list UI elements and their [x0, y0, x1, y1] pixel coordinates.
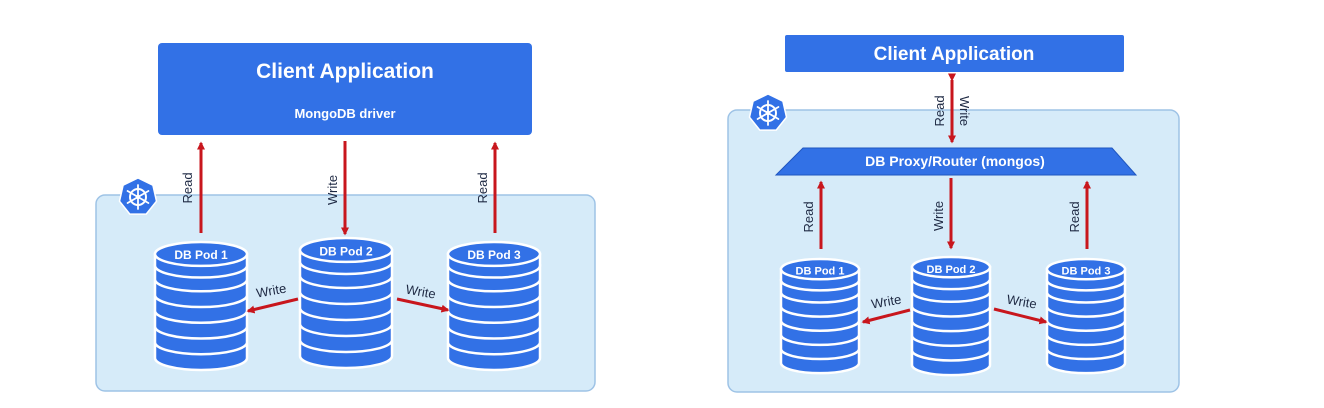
left-pod1-read-label: Read: [180, 172, 195, 203]
db-pod-label: DB Pod 1: [796, 265, 845, 277]
left-db-pod-1: DB Pod 1: [153, 240, 249, 372]
left-pod3-read-label: Read: [475, 172, 490, 203]
right-db-pod-2: DB Pod 2: [910, 255, 992, 377]
proxy-router-label: DB Proxy/Router (mongos): [865, 153, 1045, 169]
db-pod-label: DB Pod 3: [1062, 265, 1111, 277]
left-replicate-to-pod1-arrow: [246, 297, 299, 314]
right-client-application-box: Client Application: [785, 35, 1124, 72]
left-client-title: Client Application: [256, 60, 434, 83]
right-replicate-to-pod3-arrow: [993, 307, 1048, 325]
left-diagram: Client Application MongoDB driver DB Pod…: [95, 43, 596, 392]
db-pod-label: DB Pod 2: [319, 244, 373, 258]
left-pod2-write-label: Write: [325, 175, 340, 205]
right-replicate-to-pod1-label: Write: [870, 292, 902, 312]
left-client-application-box: Client Application MongoDB driver: [158, 43, 532, 135]
right-replicate-to-pod3-label: Write: [1006, 292, 1038, 312]
right-pod3-read-label: Read: [1067, 201, 1082, 232]
right-diagram: Client Application Read Write DB Proxy/R…: [727, 35, 1180, 393]
client-proxy-write-label: Write: [957, 96, 972, 126]
left-db-pod-2: DB Pod 2: [298, 236, 394, 370]
kubernetes-helm-icon: [118, 177, 158, 216]
left-driver-label: MongoDB driver: [294, 106, 395, 121]
right-replicate-to-pod1-arrow: [861, 308, 911, 325]
right-db-pod-1: DB Pod 1: [779, 257, 861, 375]
left-replicate-to-pod3-label: Write: [405, 282, 437, 302]
right-db-pod-3: DB Pod 3: [1045, 257, 1127, 375]
db-pod-label: DB Pod 3: [467, 248, 521, 262]
left-replicate-to-pod1-label: Write: [255, 281, 287, 301]
db-proxy-router: DB Proxy/Router (mongos): [774, 147, 1138, 176]
db-pod-label: DB Pod 1: [174, 248, 228, 262]
right-pod2-write-label: Write: [931, 201, 946, 231]
client-proxy-read-label: Read: [932, 95, 947, 126]
right-client-title: Client Application: [874, 44, 1035, 65]
db-pod-label: DB Pod 2: [927, 264, 976, 276]
left-db-pod-3: DB Pod 3: [446, 240, 542, 372]
right-pod1-read-label: Read: [801, 201, 816, 232]
left-replicate-to-pod3-arrow: [396, 297, 450, 313]
kubernetes-helm-icon: [748, 93, 788, 132]
